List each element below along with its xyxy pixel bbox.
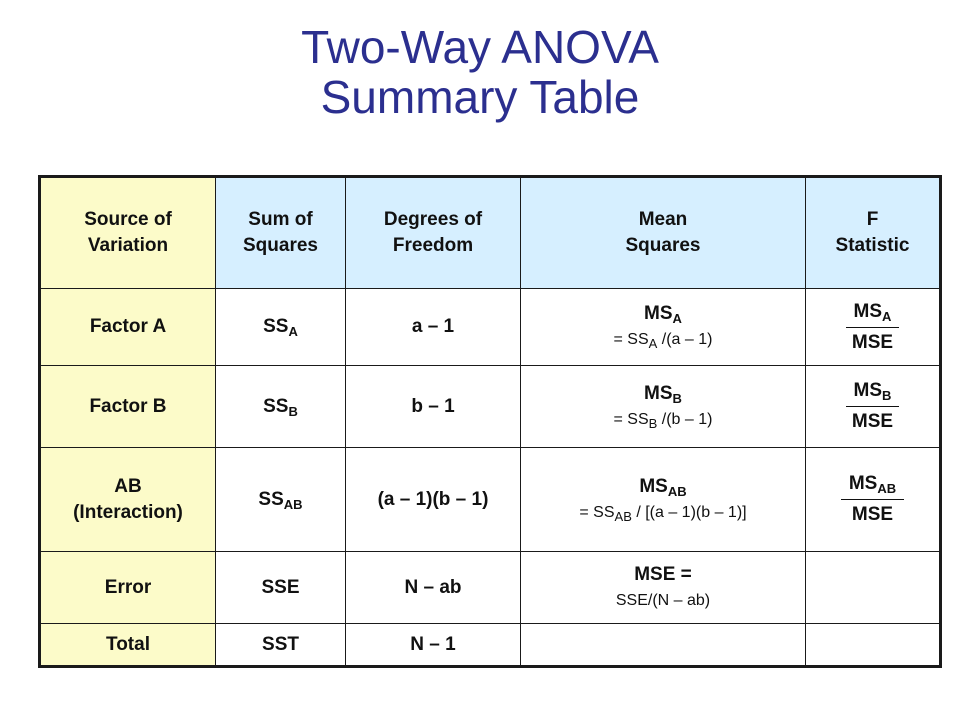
table-row-factor-a: Factor A SSA a – 1 MSA = SSA /(a – 1) MS… <box>39 288 941 366</box>
slide-title: Two-Way ANOVA Summary Table <box>0 22 960 122</box>
df-cell: N – 1 <box>345 623 521 667</box>
f-fraction: MSAB MSE <box>840 471 905 528</box>
f-fraction: MSA MSE <box>845 299 900 356</box>
source-cell: Error <box>39 551 216 624</box>
ms-cell: MSE = SSE/(N – ab) <box>520 551 806 624</box>
df-cell: N – ab <box>345 551 521 624</box>
f-fraction: MSB MSE <box>845 378 900 435</box>
df-cell: (a – 1)(b – 1) <box>345 447 521 552</box>
f-cell: MSB MSE <box>805 365 941 448</box>
df-cell: a – 1 <box>345 288 521 366</box>
fraction-bar <box>845 326 900 328</box>
f-cell-empty <box>805 551 941 624</box>
ss-cell: SSAB <box>215 447 346 552</box>
table-row-error: Error SSE N – ab MSE = SSE/(N – ab) <box>39 551 941 624</box>
df-cell: b – 1 <box>345 365 521 448</box>
ss-cell: SSE <box>215 551 346 624</box>
f-cell: MSAB MSE <box>805 447 941 552</box>
source-cell: Factor A <box>39 288 216 366</box>
ms-cell-empty <box>520 623 806 667</box>
ms-cell: MSAB = SSAB / [(a – 1)(b – 1)] <box>520 447 806 552</box>
fraction-bar <box>845 406 900 407</box>
title-line-2: Summary Table <box>320 71 640 123</box>
ms-cell: MSB = SSB /(b – 1) <box>520 365 806 448</box>
table-row-interaction: AB(Interaction) SSAB (a – 1)(b – 1) MSAB… <box>39 447 941 552</box>
ms-cell: MSA = SSA /(a – 1) <box>520 288 806 366</box>
fraction-bar <box>840 499 905 500</box>
source-cell: Factor B <box>39 365 216 448</box>
ss-cell: SSA <box>215 288 346 366</box>
ss-cell: SST <box>215 623 346 667</box>
source-cell: Total <box>39 623 216 667</box>
source-cell: AB(Interaction) <box>39 447 216 552</box>
f-cell: MSA MSE <box>805 288 941 366</box>
ss-cell: SSB <box>215 365 346 448</box>
table-row-factor-b: Factor B SSB b – 1 MSB = SSB /(b – 1) MS… <box>39 365 941 448</box>
table-row-total: Total SST N – 1 <box>39 623 941 667</box>
title-line-1: Two-Way ANOVA <box>301 21 659 73</box>
f-cell-empty <box>805 623 941 667</box>
